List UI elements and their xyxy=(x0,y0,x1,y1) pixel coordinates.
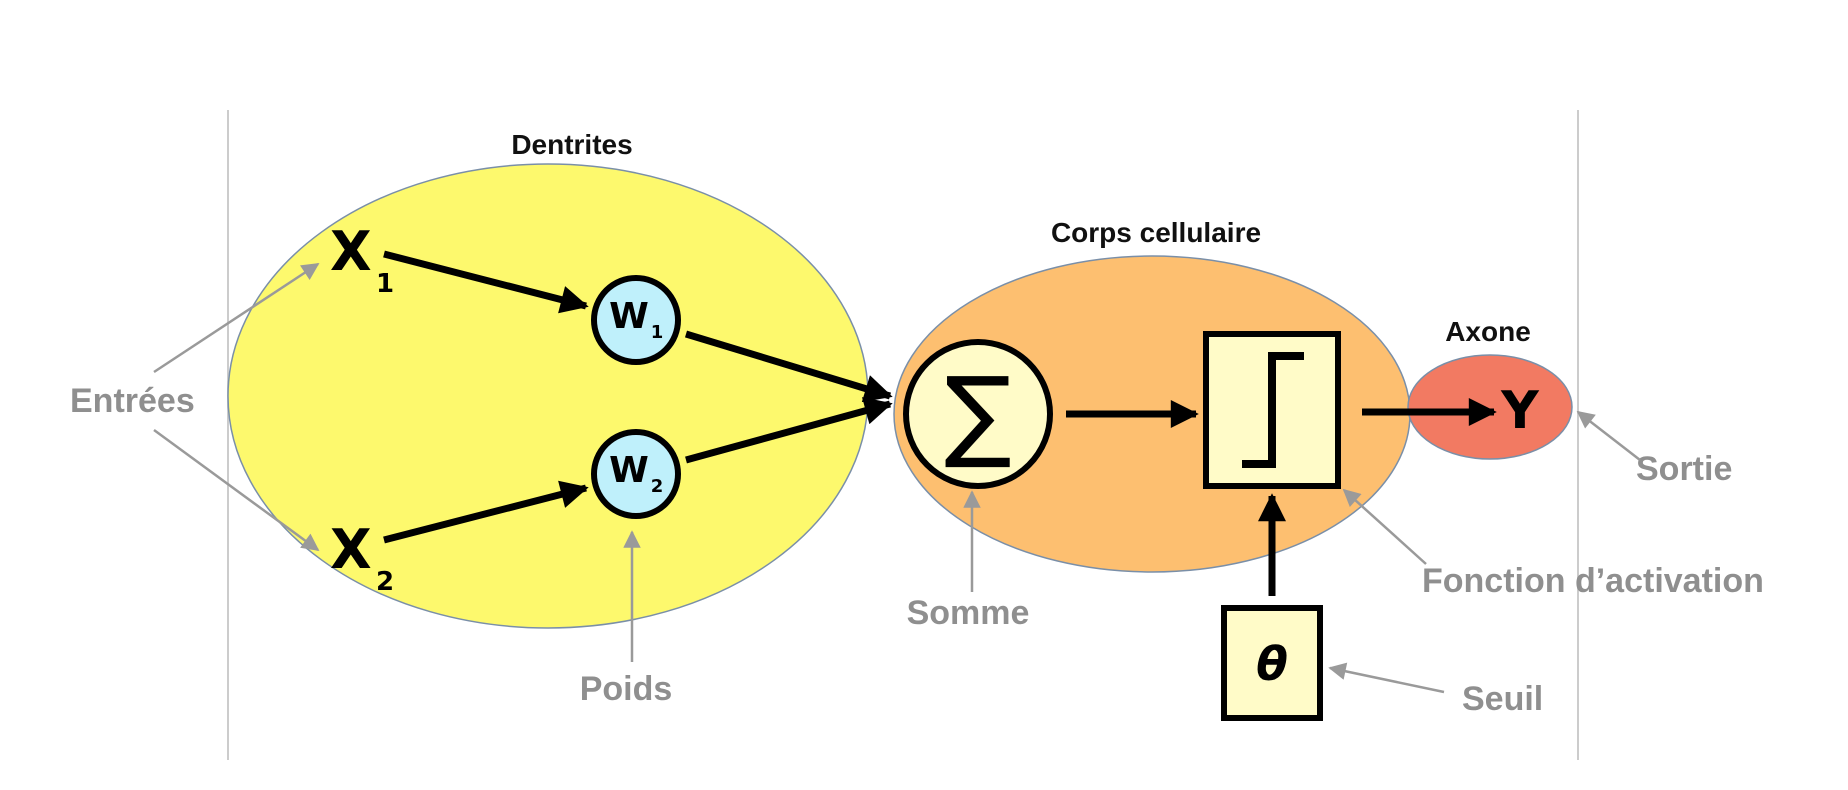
sum-label: Somme xyxy=(907,594,1030,632)
weight-w2-node: W 2 xyxy=(591,429,681,519)
inputs-label: Entrées xyxy=(70,382,195,420)
activation-step-node xyxy=(1203,331,1341,489)
output-y-symbol: Y xyxy=(1500,381,1540,441)
w1-symbol: W xyxy=(609,296,649,337)
cell-body-title: Corps cellulaire xyxy=(1051,217,1261,248)
threshold-label: Seuil xyxy=(1462,680,1543,718)
step-function-icon xyxy=(1242,352,1304,468)
pointer-inputs-to-x2 xyxy=(153,428,320,552)
pointer-threshold-to-theta xyxy=(1328,662,1445,694)
x2-symbol: X xyxy=(330,518,372,581)
weights-label: Poids xyxy=(580,670,673,708)
weight-w1-node: W 1 xyxy=(591,275,681,365)
w1-subscript: 1 xyxy=(651,322,664,343)
x1-symbol: X xyxy=(330,220,372,283)
x1-subscript: 1 xyxy=(376,269,394,299)
pointer-output-to-axon xyxy=(1576,410,1641,461)
arrow-x1-to-w1 xyxy=(383,250,589,314)
sigma-symbol: ∑ xyxy=(944,355,1011,472)
x2-subscript: 2 xyxy=(376,567,394,597)
theta-symbol: θ xyxy=(1256,637,1288,691)
w2-subscript: 2 xyxy=(651,476,664,497)
sum-node: ∑ xyxy=(903,339,1053,489)
w2-symbol: W xyxy=(609,450,649,491)
dendrites-ellipse xyxy=(227,163,869,629)
threshold-node: θ xyxy=(1221,605,1323,721)
arrow-x2-to-w2 xyxy=(383,480,589,544)
output-label: Sortie xyxy=(1636,450,1732,488)
activation-label: Fonction d’activation xyxy=(1422,562,1764,600)
arrow-w1-to-sum xyxy=(684,330,893,403)
axon-ellipse xyxy=(1407,354,1573,460)
axon-title: Axone xyxy=(1445,316,1531,347)
dendrites-title: Dentrites xyxy=(511,129,632,160)
input-x2: X 2 xyxy=(330,518,394,597)
pointer-activation-to-step xyxy=(1342,488,1427,565)
pointer-inputs-to-x1 xyxy=(153,262,320,374)
input-x1: X 1 xyxy=(330,220,394,299)
arrow-w2-to-sum xyxy=(685,397,893,464)
